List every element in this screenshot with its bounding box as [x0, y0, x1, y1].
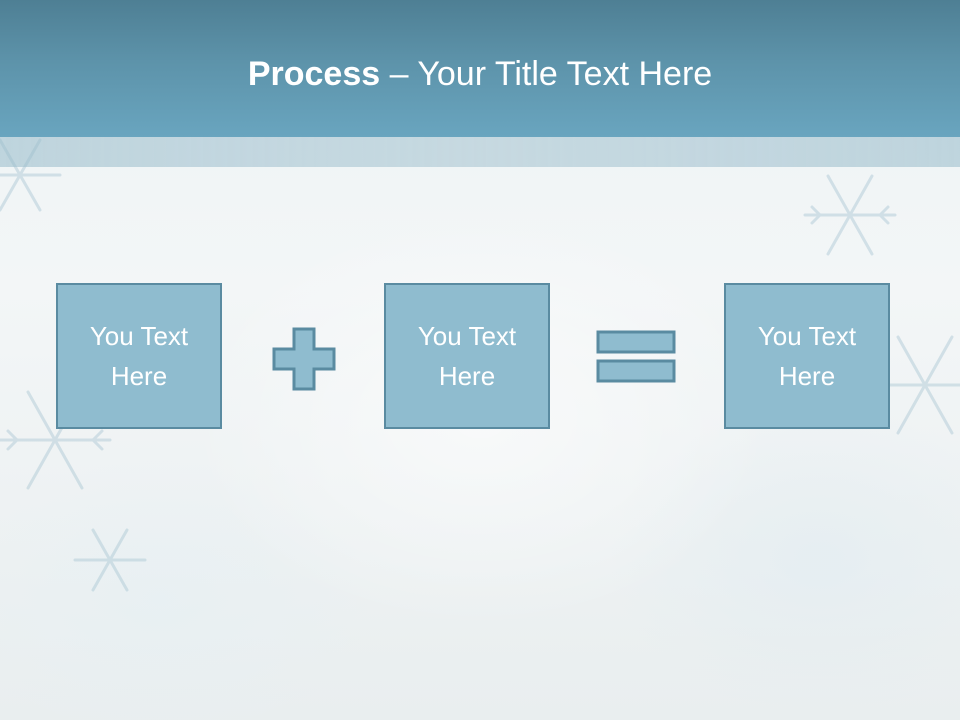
process-box-2[interactable]: You Text Here: [384, 283, 550, 429]
title-bar: [0, 0, 960, 137]
title-rest-text: – Your Title Text Here: [380, 55, 713, 93]
plus-icon: [272, 327, 336, 391]
process-box-text: You Text Here: [89, 321, 189, 391]
equals-icon: [596, 330, 676, 383]
slide-title[interactable]: Process – Your Title Text Here: [0, 52, 960, 96]
process-box-1[interactable]: You Text Here: [56, 283, 222, 429]
process-box-text: You Text Here: [757, 321, 857, 391]
process-box-text: You Text Here: [417, 321, 517, 391]
title-band: [0, 137, 960, 167]
title-bold-text: Process: [247, 55, 381, 93]
process-box-3[interactable]: You Text Here: [724, 283, 890, 429]
